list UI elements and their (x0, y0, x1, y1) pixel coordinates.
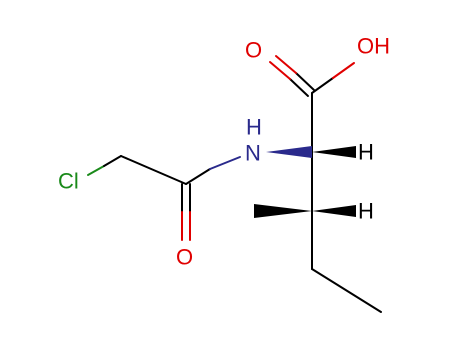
bond-ch2-carbonyl (120, 155, 187, 185)
bond-acid-co-1-red (269, 61, 291, 80)
chlorine-label: Cl (58, 169, 79, 194)
bond-layer (87, 55, 382, 313)
label-layer: Cl O N H O OH H H (58, 34, 390, 270)
wedge-beta-methyl (254, 204, 312, 218)
bond-carbonyl-n-black (185, 168, 211, 185)
wedge-beta-h (312, 205, 356, 217)
wedge-alpha-h (312, 146, 356, 158)
amide-nitrogen-label: N (245, 141, 261, 166)
bond-carbonyl-n-blue (209, 156, 241, 170)
bond-acid-co-2-red (275, 55, 297, 74)
bond-acid-oh-red (332, 62, 355, 79)
bond-ethyl-methyl (311, 268, 382, 313)
bond-acid-co-2-black (295, 72, 315, 91)
amide-oxygen-label: O (176, 245, 193, 270)
beta-hydrogen-label: H (358, 199, 374, 224)
bond-cl-ch2-black (103, 155, 122, 167)
wedge-n-alpha (266, 146, 312, 158)
carbonyl-oxygen-label: O (245, 38, 262, 63)
hydroxyl-label: OH (357, 34, 390, 59)
alpha-hydrogen-label: H (358, 140, 374, 165)
amide-hydrogen-label: H (246, 115, 262, 140)
wedge-layer (254, 146, 356, 218)
bond-acid-oh-black (311, 77, 334, 94)
bond-cl-ch2-green (87, 165, 105, 176)
bond-acid-co-1-black (289, 78, 309, 97)
